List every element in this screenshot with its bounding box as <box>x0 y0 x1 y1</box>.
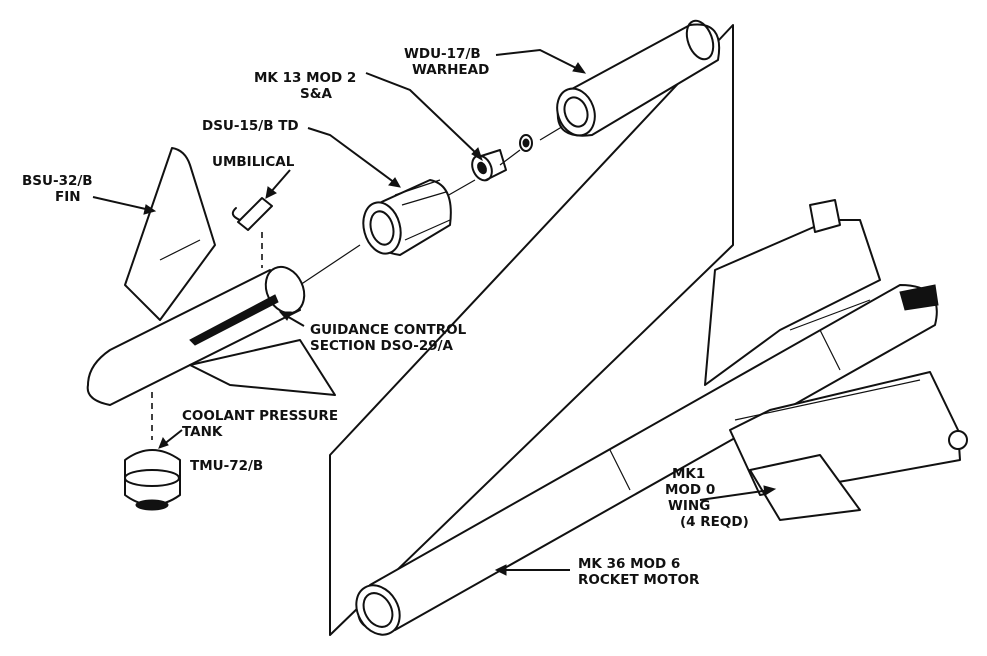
fin-label-1: BSU-32/B <box>22 173 93 189</box>
sa-label-1: MK 13 MOD 2 <box>254 70 356 86</box>
warhead-label-1: WDU-17/B <box>404 46 481 62</box>
guidance-section <box>86 265 336 406</box>
wing-label-3: WING <box>668 498 710 514</box>
motor-label-1: MK 36 MOD 6 <box>578 556 680 572</box>
explode-axis <box>299 124 566 286</box>
target-detector <box>362 179 452 256</box>
td-label: DSU-15/B TD <box>202 118 299 134</box>
background-plane <box>329 24 734 636</box>
coolant-label-3: TMU-72/B <box>190 458 263 474</box>
wing-label-4: (4 REQD) <box>680 514 749 530</box>
coolant-label-2: TANK <box>182 424 223 440</box>
wing-leader <box>699 489 771 501</box>
fin-leader <box>92 196 151 211</box>
wings <box>704 199 968 521</box>
guidance-label-1: GUIDANCE CONTROL <box>310 322 467 338</box>
td-leader <box>307 127 396 184</box>
umbilical-label: UMBILICAL <box>212 154 295 170</box>
guidance-label-2: SECTION DSO-29/A <box>310 338 454 354</box>
safe-arm-device <box>471 134 533 182</box>
coolant-tank <box>124 392 181 511</box>
sa-label-2: S&A <box>300 86 332 102</box>
fin <box>124 147 216 321</box>
fin-label-2: FIN <box>55 189 81 205</box>
warhead-leader <box>495 48 581 71</box>
rocket-motor <box>355 284 939 636</box>
wing-label-2: MOD 0 <box>665 482 715 498</box>
wing-label-1: MK1 <box>672 466 705 482</box>
umbilical <box>231 197 273 268</box>
warhead-label-2: WARHEAD <box>412 62 489 78</box>
coolant-label-1: COOLANT PRESSURE <box>182 408 338 424</box>
umbilical-leader <box>269 169 291 194</box>
warhead <box>556 19 721 137</box>
motor-label-2: ROCKET MOTOR <box>578 572 700 588</box>
sa-leader <box>365 72 479 156</box>
